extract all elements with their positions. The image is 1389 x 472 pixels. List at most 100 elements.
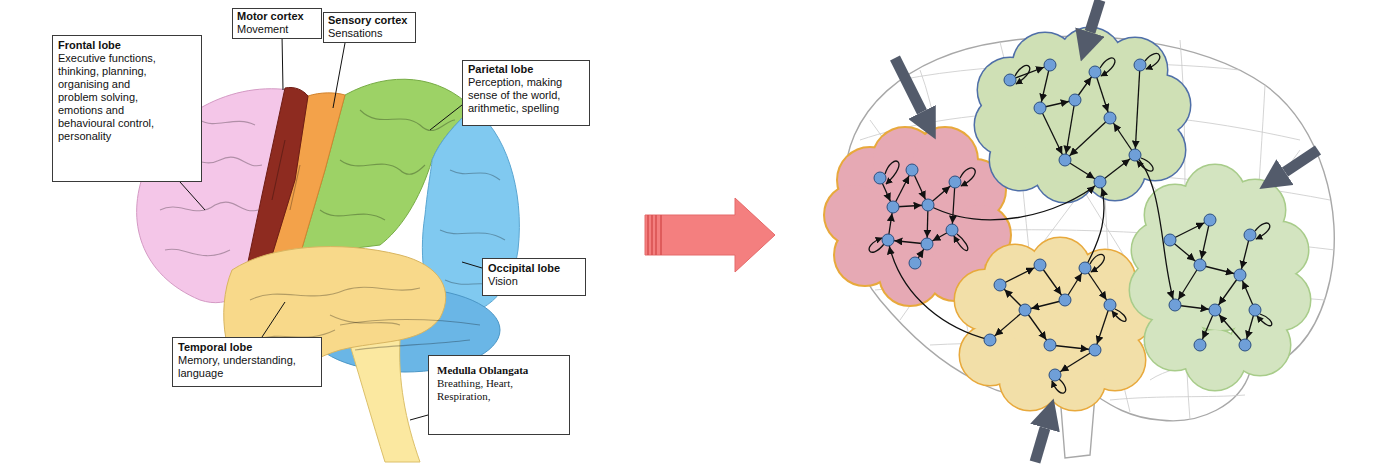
network-nodes: [906, 164, 918, 176]
temporal-cluster: [955, 238, 1153, 410]
transition-arrow: [651, 215, 653, 255]
parietal-cluster: [975, 95, 1035, 155]
network-links: [1100, 155, 1135, 182]
occipital-cluster: [1252, 222, 1308, 278]
network-nodes: [874, 59, 1261, 381]
network-nodes: [1059, 154, 1071, 166]
network-links: [1000, 265, 1040, 285]
network-links: [990, 310, 1025, 340]
network-nodes: [1194, 259, 1206, 271]
network-nodes: [1089, 344, 1101, 356]
callout-heading: Parietal lobe: [468, 63, 584, 76]
network-nodes: [946, 224, 958, 236]
network-nodes: [1239, 339, 1251, 351]
network-nodes: [1244, 229, 1256, 241]
network-nodes: [1079, 262, 1091, 274]
parietal-cluster: [975, 95, 1035, 155]
gyri: [165, 249, 230, 256]
gyri: [360, 110, 455, 131]
network-nodes: [1104, 299, 1116, 311]
network-links: [1085, 268, 1110, 305]
network-nodes: [1249, 304, 1261, 316]
input-arrows: [895, 58, 922, 112]
parietal-cluster: [975, 28, 1190, 202]
callout-box: Parietal lobePerception, making sense of…: [462, 60, 590, 126]
network-nodes: [1049, 369, 1061, 381]
temporal-cluster: [960, 325, 1020, 385]
transition-arrow: [645, 198, 775, 272]
network-nodes: [949, 176, 961, 188]
network-links: [1200, 220, 1210, 265]
callout-box: Frontal lobeExecutive functions, thinkin…: [52, 35, 202, 182]
callout-text: Vision: [488, 275, 580, 288]
leader-lines: [333, 43, 345, 108]
network-links: [1090, 254, 1104, 272]
network-nodes: [1019, 304, 1031, 316]
network-links: [1055, 350, 1095, 375]
occipital-cluster: [1130, 165, 1310, 390]
network-links: [1137, 158, 1153, 171]
network-links: [1175, 265, 1200, 305]
network-nodes: [1104, 112, 1116, 124]
temporal-cluster: [955, 238, 1153, 410]
gyri: [160, 110, 505, 350]
callout-text: Movement: [237, 23, 317, 36]
network-links: [869, 54, 1272, 394]
input-arrows: [1035, 428, 1045, 462]
network-nodes: [1209, 304, 1221, 316]
network-links: [1145, 54, 1160, 69]
network-nodes: [909, 257, 921, 269]
occipital-cluster: [1130, 165, 1310, 390]
network-links: [1135, 155, 1175, 305]
network-links: [1257, 314, 1272, 326]
network-nodes: [887, 201, 899, 213]
input-arrows: [1285, 150, 1318, 172]
network-links: [1112, 309, 1126, 321]
gyri: [320, 210, 385, 220]
leader-lines: [410, 415, 428, 420]
occipital-cluster: [1252, 222, 1308, 278]
network-nodes: [1164, 234, 1176, 246]
network-links: [1065, 118, 1110, 160]
network-links: [1040, 108, 1065, 160]
input-arrows: [895, 0, 1318, 462]
frontal-cluster: [825, 185, 885, 245]
gyri: [340, 160, 425, 174]
transition-arrow: [648, 215, 661, 255]
network-links: [1095, 305, 1110, 350]
callout-heading: Occipital lobe: [488, 262, 580, 275]
frontal-cluster: [913, 128, 977, 192]
network-nodes: [1069, 94, 1081, 106]
network-links: [960, 168, 975, 186]
network-nodes: [1134, 59, 1146, 71]
network-nodes: [1044, 59, 1056, 71]
temporal-cluster: [1045, 350, 1105, 410]
network-links: [1100, 58, 1115, 76]
frontal-cluster: [913, 128, 977, 192]
gyri: [450, 170, 500, 180]
network-links: [1110, 118, 1135, 155]
callout-heading: Sensory cortex: [328, 14, 411, 27]
network-links: [869, 54, 1272, 394]
network-nodes: [1194, 339, 1206, 351]
callout-box: Medulla OblangataBreathing, Heart, Respi…: [428, 355, 570, 435]
network-nodes: [984, 334, 996, 346]
callout-box: Sensory cortexSensations: [323, 12, 416, 43]
callout-text: Perception, making sense of the world, a…: [468, 76, 584, 115]
cluster-regions: [825, 28, 1310, 410]
wireframe-brain: [845, 36, 1335, 458]
network-links: [880, 65, 1255, 375]
network-nodes: [921, 238, 933, 250]
callout-text: Breathing, Heart, Respiration,: [437, 377, 539, 403]
leader-lines: [180, 182, 205, 210]
network-nodes: [1234, 269, 1246, 281]
transition-arrow: [655, 215, 657, 255]
network-links: [1085, 182, 1104, 268]
wireframe-brain: [845, 32, 1335, 458]
network-links: [1040, 65, 1050, 108]
network-nodes: [994, 279, 1006, 291]
occipital-cluster: [1132, 222, 1188, 278]
network-links: [1065, 100, 1075, 160]
